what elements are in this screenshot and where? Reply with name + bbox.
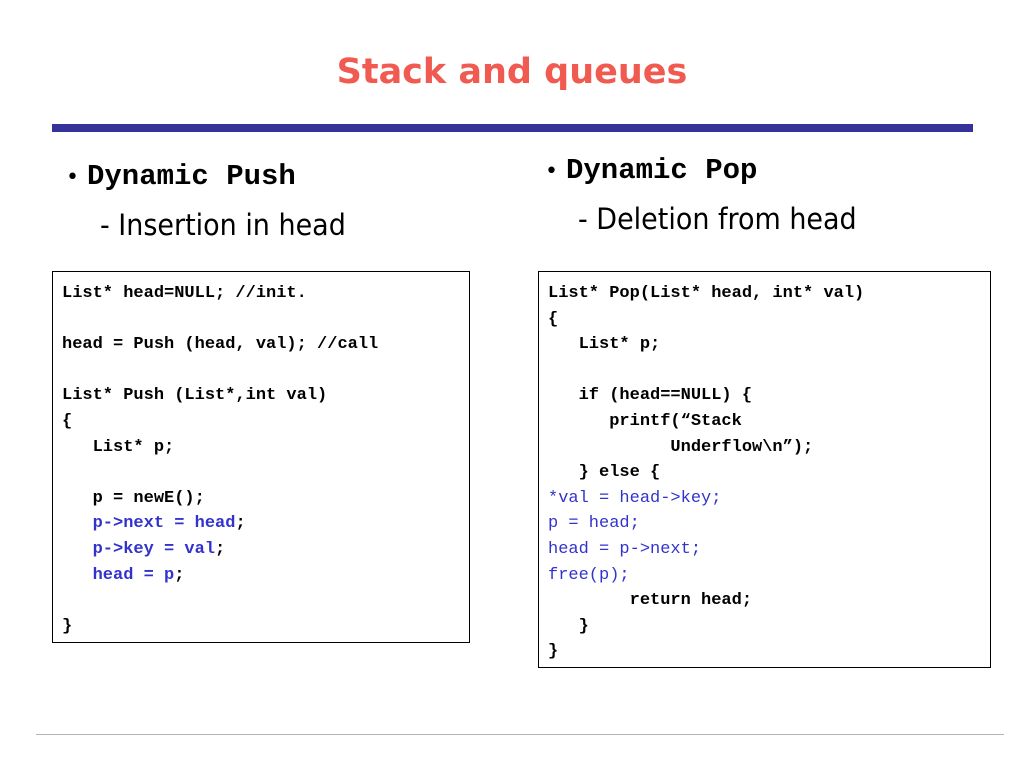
- bullet-dynamic-push: • Dynamic Push: [66, 160, 296, 193]
- code-line: p->next = head;: [62, 511, 469, 537]
- code-segment: }: [548, 616, 589, 636]
- code-segment: p = head;: [548, 514, 640, 534]
- code-segment: head = p->next;: [548, 539, 702, 559]
- code-line: }: [548, 639, 990, 665]
- code-line: } else {: [548, 460, 990, 486]
- bullet-dot-icon: •: [545, 159, 558, 184]
- code-segment: }: [548, 642, 559, 662]
- code-segment: ;: [174, 565, 185, 585]
- code-segment: head = p: [62, 565, 175, 585]
- code-segment: } else {: [548, 463, 661, 483]
- code-block-push: List* head=NULL; //init. head = Push (hea…: [62, 281, 469, 639]
- code-line: if (head==NULL) {: [548, 383, 990, 409]
- code-box-pop: List* Pop(List* head, int* val) { List* p…: [538, 271, 991, 668]
- code-line: *val = head->key;: [548, 486, 990, 512]
- code-line: [62, 358, 469, 384]
- code-line: p->key = val;: [62, 537, 469, 563]
- code-line: printf(“Stack: [548, 409, 990, 435]
- code-line: [548, 358, 990, 384]
- code-line: List* Pop(List* head, int* val): [548, 281, 990, 307]
- code-box-push: List* head=NULL; //init. head = Push (hea…: [52, 271, 470, 643]
- code-line: List* head=NULL; //init.: [62, 281, 469, 307]
- code-segment: List* Pop(List* head, int* val): [548, 284, 865, 303]
- code-line: head = Push (head, val); //call: [62, 332, 469, 358]
- code-line: List* Push (List*,int val): [62, 383, 469, 409]
- code-segment: printf(“Stack: [548, 411, 742, 431]
- code-line: List* p;: [62, 435, 469, 461]
- code-line: [62, 460, 469, 486]
- code-segment: List* Push (List*,int val): [62, 386, 328, 406]
- code-line: Underflow\n”);: [548, 435, 990, 461]
- code-segment: free(p);: [548, 565, 630, 585]
- slide-title: Stack and queues: [336, 52, 688, 92]
- bullet-text: Dynamic Pop: [565, 154, 758, 187]
- code-segment: p->next = head: [62, 514, 236, 534]
- code-segment: }: [62, 616, 73, 636]
- code-segment: *val = head->key;: [548, 488, 722, 508]
- code-segment: ;: [235, 514, 246, 534]
- code-line: free(p);: [548, 563, 990, 589]
- code-line: List* p;: [548, 332, 990, 358]
- code-line: {: [548, 307, 990, 333]
- bullet-dynamic-pop: • Dynamic Pop: [545, 154, 757, 187]
- code-line: return head;: [548, 588, 990, 614]
- code-line: [62, 307, 469, 333]
- code-segment: {: [62, 411, 73, 431]
- code-line: head = p;: [62, 563, 469, 589]
- code-segment: {: [548, 309, 559, 329]
- code-line: {: [62, 409, 469, 435]
- code-line: [62, 588, 469, 614]
- code-segment: List* head=NULL; //init.: [62, 284, 307, 303]
- code-segment: return head;: [548, 591, 753, 611]
- bullet-text: Dynamic Push: [86, 160, 296, 193]
- code-line: }: [62, 614, 469, 640]
- bullet-dot-icon: •: [66, 165, 79, 190]
- code-segment: Underflow\n”);: [548, 437, 814, 457]
- code-segment: List* p;: [548, 335, 661, 355]
- code-line: p = newE();: [62, 486, 469, 512]
- code-line: head = p->next;: [548, 537, 990, 563]
- code-line: }: [548, 614, 990, 640]
- code-segment: if (head==NULL) {: [548, 386, 753, 406]
- code-segment: p->key = val: [62, 539, 216, 559]
- code-line: p = head;: [548, 511, 990, 537]
- footer-divider: [36, 734, 1004, 735]
- title-divider: [52, 124, 973, 132]
- subpoint-deletion: - Deletion from head: [578, 202, 857, 236]
- subpoint-insertion: - Insertion in head: [100, 208, 346, 242]
- code-segment: List* p;: [62, 437, 175, 457]
- code-segment: p = newE();: [62, 488, 205, 508]
- code-segment: ;: [215, 539, 226, 559]
- code-segment: head = Push (head, val); //call: [62, 335, 379, 355]
- code-block-pop: List* Pop(List* head, int* val) { List* p…: [548, 281, 990, 665]
